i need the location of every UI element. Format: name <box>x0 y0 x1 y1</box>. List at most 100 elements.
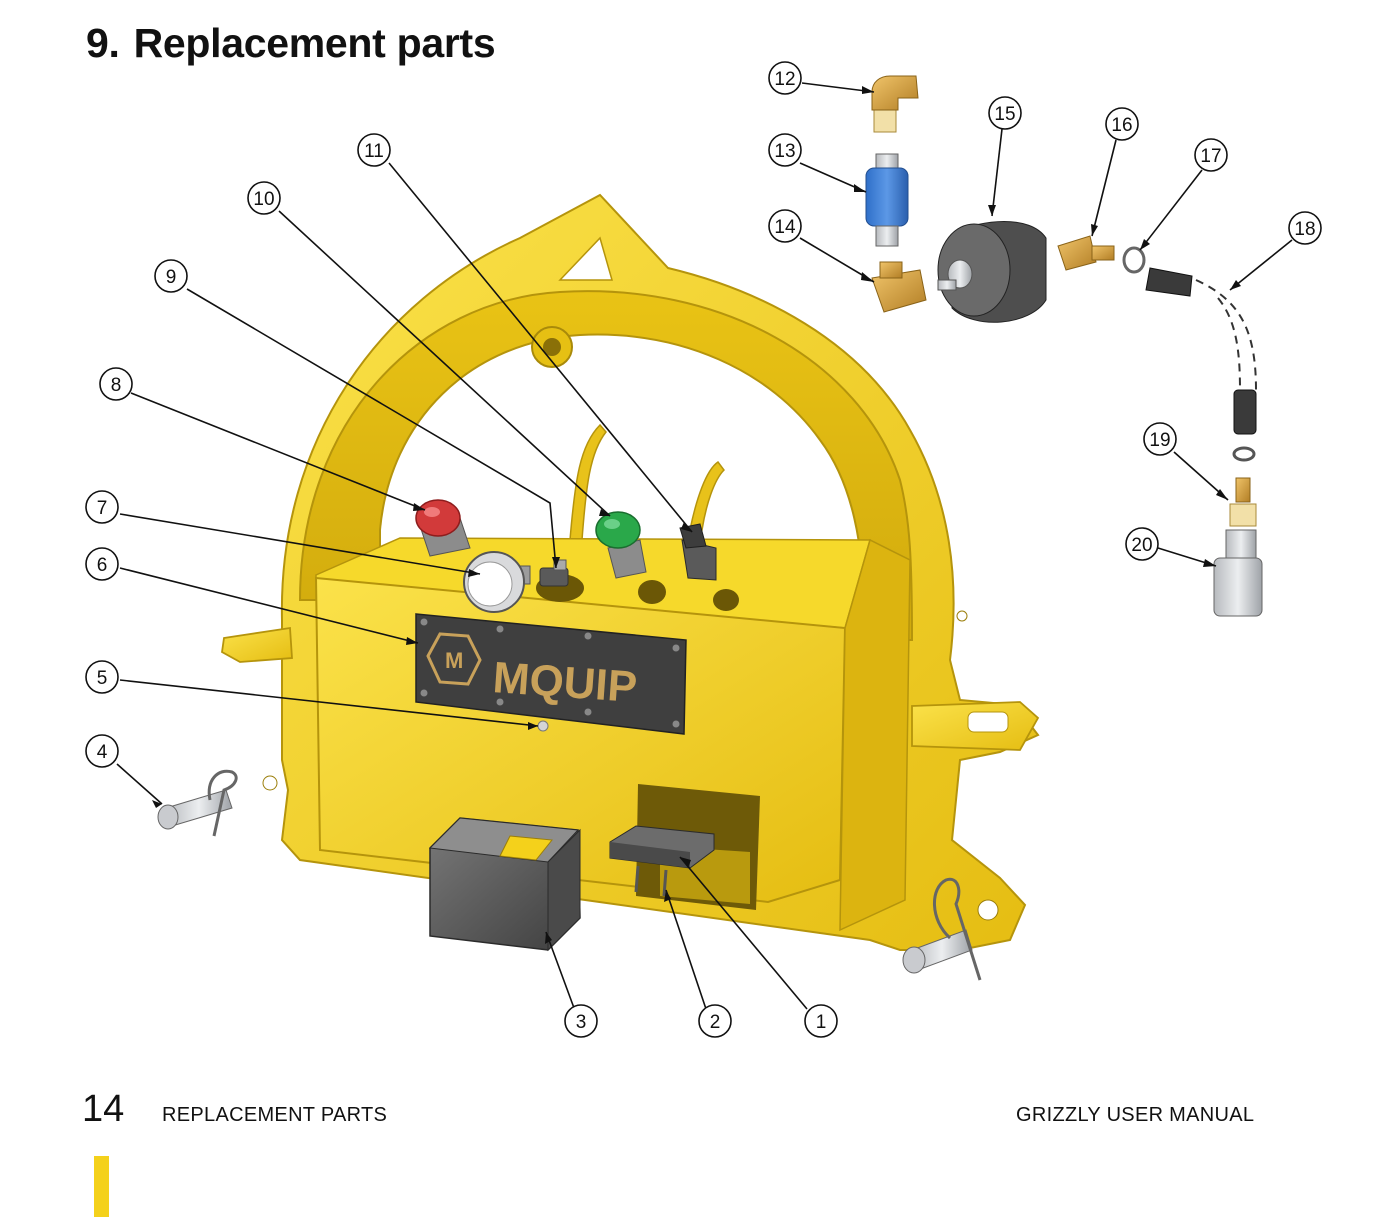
callout-label: 6 <box>97 555 108 576</box>
callout-circle-icon <box>85 734 119 768</box>
callout-7: 7 <box>85 490 119 524</box>
part-14-elbow <box>871 261 927 313</box>
callout-circle-icon <box>804 1004 838 1038</box>
callout-label: 3 <box>576 1012 587 1033</box>
callout-9: 9 <box>154 259 188 293</box>
callout-17: 17 <box>1194 138 1228 172</box>
callout-label: 18 <box>1294 219 1315 240</box>
pressure-gauge <box>463 551 531 613</box>
callout-8: 8 <box>99 367 133 401</box>
callout-label: 2 <box>710 1012 721 1033</box>
internal-rod-left <box>569 423 607 541</box>
frame-hole-small <box>956 610 968 622</box>
battery-clip <box>609 825 715 869</box>
callout-3: 3 <box>564 1004 598 1038</box>
frame-hole-left <box>262 775 278 791</box>
callout-label: 8 <box>111 375 122 396</box>
callout-19: 19 <box>1143 422 1177 456</box>
callout-circle-icon <box>768 133 802 167</box>
callout-10: 10 <box>247 181 281 215</box>
plate-screw <box>420 618 428 626</box>
callout-circle-icon <box>1143 422 1177 456</box>
part-13-blue-coupler <box>865 153 909 247</box>
mounting-screws <box>634 865 668 897</box>
left-handle <box>221 626 293 663</box>
callout-circle-icon <box>768 209 802 243</box>
callout-circle-icon <box>564 1004 598 1038</box>
callout-circle-icon <box>247 181 281 215</box>
callout-label: 7 <box>97 498 108 519</box>
footer-section-title: REPLACEMENT PARTS <box>162 1104 388 1126</box>
callout-11: 11 <box>357 133 391 167</box>
right-handle-slot <box>967 711 1009 733</box>
plate-screw <box>584 632 592 640</box>
frame-triangle-cutout <box>558 236 613 281</box>
callout-label: 9 <box>166 267 177 288</box>
callout-4: 4 <box>85 734 119 768</box>
logo-monogram: M <box>445 648 463 673</box>
internal-rod-right <box>689 460 725 531</box>
callout-label: 11 <box>364 141 384 162</box>
callout-circle-icon <box>1194 138 1228 172</box>
callout-circle-icon <box>357 133 391 167</box>
callout-label: 1 <box>816 1012 827 1033</box>
side-panel <box>839 538 911 932</box>
callout-13: 13 <box>768 133 802 167</box>
page-number: 14 <box>82 1088 125 1130</box>
callout-16: 16 <box>1105 107 1139 141</box>
callout-circle-icon <box>1105 107 1139 141</box>
section-number: 9. <box>86 20 120 66</box>
arrowheads <box>152 86 1241 944</box>
callout-label: 5 <box>97 668 108 689</box>
callout-circle-icon <box>1125 527 1159 561</box>
logo-text: MQUIP <box>491 653 638 712</box>
callout-circle-icon <box>99 367 133 401</box>
callout-label: 19 <box>1149 430 1170 451</box>
callout-circle-icon <box>85 490 119 524</box>
battery-pack <box>428 817 581 952</box>
part-15-filter <box>937 221 1047 323</box>
callout-circle-icon <box>698 1004 732 1038</box>
plate-screw <box>672 644 680 652</box>
callout-18: 18 <box>1288 211 1322 245</box>
callout-label: 14 <box>774 217 796 238</box>
panel-port-valve <box>713 589 739 611</box>
callout-circle-icon <box>1288 211 1322 245</box>
section-title: Replacement parts <box>133 20 496 66</box>
callout-6: 6 <box>85 547 119 581</box>
callout-circle-icon <box>768 61 802 95</box>
hitch-pin-right <box>902 877 982 981</box>
callout-circle-icon <box>988 96 1022 130</box>
part-12-elbow <box>871 75 919 133</box>
callout-label: 17 <box>1200 146 1221 167</box>
part-17-clamp <box>1122 246 1146 274</box>
callout-label: 12 <box>774 69 795 90</box>
plate-screw <box>496 625 504 633</box>
plate-screw <box>584 708 592 716</box>
part-16-elbow <box>1057 235 1115 271</box>
callout-20: 20 <box>1125 527 1159 561</box>
callout-12: 12 <box>768 61 802 95</box>
green-button <box>595 511 647 579</box>
callout-label: 20 <box>1131 535 1152 556</box>
callout-1: 1 <box>804 1004 838 1038</box>
part-18-hose <box>1145 267 1257 435</box>
callout-15: 15 <box>988 96 1022 130</box>
footer-manual-title: GRIZZLY USER MANUAL <box>1016 1104 1255 1126</box>
red-button <box>415 499 471 557</box>
callout-label: 13 <box>774 141 795 162</box>
page-heading: 9. Replacement parts <box>86 20 496 67</box>
logo-plate: M MQUIP <box>415 613 687 735</box>
panel-port-green <box>638 580 666 604</box>
callout-5: 5 <box>85 660 119 694</box>
callout-label: 4 <box>97 742 108 763</box>
callout-2: 2 <box>698 1004 732 1038</box>
part-19-barb <box>1229 446 1257 527</box>
leader-lines <box>116 82 1293 1010</box>
callout-label: 15 <box>994 104 1015 125</box>
control-valve <box>679 523 717 581</box>
callout-label: 16 <box>1111 115 1132 136</box>
callout-circle-icon <box>85 660 119 694</box>
arch-mount-hole-inner <box>543 338 561 356</box>
gauge-fitting <box>539 559 569 587</box>
